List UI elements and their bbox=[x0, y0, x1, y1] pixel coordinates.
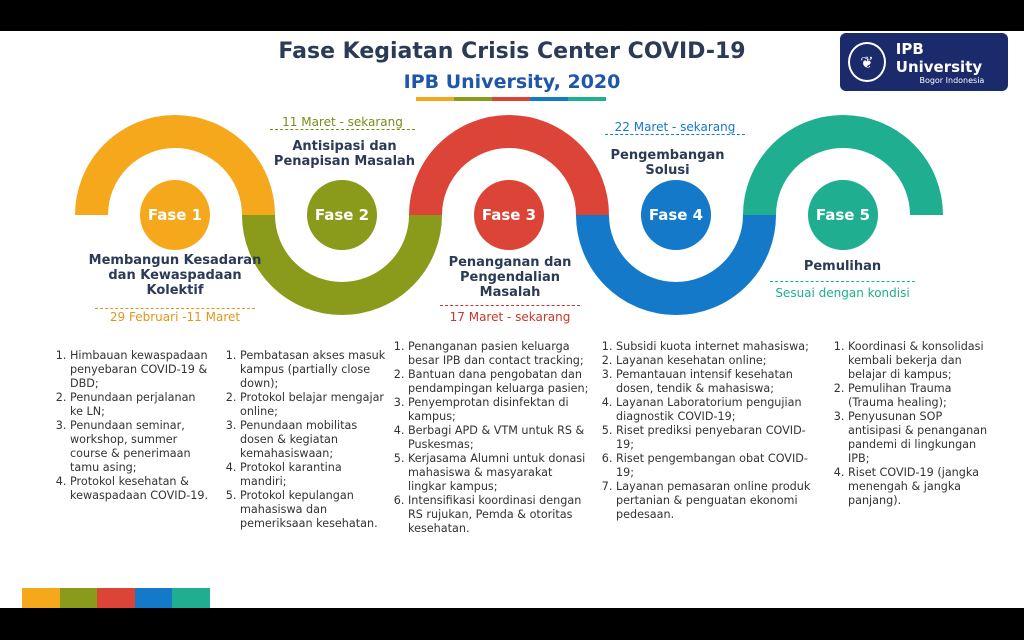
list-item: Penundaan perjalanan ke LN; bbox=[70, 391, 212, 419]
fase-2-date: 11 Maret - sekarang bbox=[270, 115, 415, 130]
ipb-logo: ❦ IPB University Bogor Indonesia bbox=[840, 33, 1008, 91]
list-item: Penundaan seminar, workshop, summer cour… bbox=[70, 419, 212, 475]
fase-1-list: Himbauan kewaspadaan penyebaran COVID-19… bbox=[52, 349, 212, 503]
logo-tagline: Bogor Indonesia bbox=[919, 75, 985, 85]
title-color-bar bbox=[416, 97, 606, 101]
arc-fase-2 bbox=[242, 214, 442, 315]
circle-fase-2 bbox=[307, 180, 377, 250]
list-item: Layanan kesehatan online; bbox=[616, 354, 823, 368]
list-item: Penyusunan SOP antisipasi & penanganan p… bbox=[848, 410, 990, 466]
fase-4-label: Fase 4 bbox=[648, 206, 704, 224]
list-item: Protokol belajar mengajar online; bbox=[240, 391, 387, 419]
list-item: Subsidi kuota internet mahasiswa; bbox=[616, 340, 823, 354]
list-item: Layanan Laboratorium pengujian diagnosti… bbox=[616, 396, 823, 424]
list-item: Bantuan dana pengobatan dan pendampingan… bbox=[408, 368, 590, 396]
list-item: Riset prediksi penyebaran COVID-19; bbox=[616, 424, 823, 452]
list-item: Riset COVID-19 (jangka menengah & jangka… bbox=[848, 466, 990, 508]
list-item: Himbauan kewaspadaan penyebaran COVID-19… bbox=[70, 349, 212, 391]
page-subtitle: IPB University, 2020 bbox=[403, 71, 621, 93]
list-item: Intensifikasi koordinasi dengan RS rujuk… bbox=[408, 494, 590, 536]
list-item: Penyemprotan disinfektan di kampus; bbox=[408, 396, 590, 424]
fase-2-list: Pembatasan akses masuk kampus (partially… bbox=[222, 349, 387, 531]
fase-1-date: 29 Februari -11 Maret bbox=[95, 308, 255, 324]
fase-5-name: Pemulihan bbox=[803, 259, 882, 274]
circle-fase-1 bbox=[140, 180, 210, 250]
footer-color-strip bbox=[22, 588, 210, 608]
list-item: Berbagi APD & VTM untuk RS & Puskesmas; bbox=[408, 424, 590, 452]
list-item: Koordinasi & konsolidasi kembali bekerja… bbox=[848, 340, 990, 382]
page-title: Fase Kegiatan Crisis Center COVID-19 bbox=[278, 39, 746, 64]
phase-wave bbox=[75, 115, 943, 315]
list-item: Penundaan mobilitas dosen & kegiatan kem… bbox=[240, 419, 387, 461]
fase-5-list: Koordinasi & konsolidasi kembali bekerja… bbox=[830, 340, 990, 508]
circle-fase-5 bbox=[808, 180, 878, 250]
fase-1-label: Fase 1 bbox=[147, 206, 203, 224]
list-item: Protokol karantina mandiri; bbox=[240, 461, 387, 489]
ipb-seal-icon: ❦ bbox=[848, 42, 886, 82]
arc-fase-3 bbox=[409, 115, 609, 216]
arc-fase-4 bbox=[576, 214, 776, 315]
fase-3-list: Penanganan pasien keluarga besar IPB dan… bbox=[390, 340, 590, 536]
fase-3-date: 17 Maret - sekarang bbox=[440, 305, 580, 324]
logo-name: IPB University bbox=[895, 39, 983, 76]
list-item: Protokol kepulangan mahasiswa dan pemeri… bbox=[240, 489, 387, 531]
list-item: Kerjasama Alumni untuk donasi mahasiswa … bbox=[408, 452, 590, 494]
fase-2-label: Fase 2 bbox=[314, 206, 370, 224]
fase-2-name: Antisipasi dan Penapisan Masalah bbox=[273, 139, 416, 169]
fase-5-date: Sesuai dengan kondisi bbox=[770, 281, 915, 300]
arc-fase-1 bbox=[75, 115, 275, 216]
fase-4-list: Subsidi kuota internet mahasiswa; Layana… bbox=[598, 340, 823, 522]
list-item: Protokol kesehatan & kewaspadaan COVID-1… bbox=[70, 475, 212, 503]
list-item: Riset pengembangan obat COVID-19; bbox=[616, 452, 823, 480]
circle-fase-3 bbox=[474, 180, 544, 250]
list-item: Pemulihan Trauma (Trauma healing); bbox=[848, 382, 990, 410]
fase-1-name: Membangun Kesadaran dan Kewaspadaan Kole… bbox=[88, 253, 262, 298]
fase-4-date: 22 Maret - sekarang bbox=[605, 120, 745, 135]
list-item: Pembatasan akses masuk kampus (partially… bbox=[240, 349, 387, 391]
fase-3-name: Penanganan dan Pengendalian Masalah bbox=[448, 255, 572, 300]
list-item: Layanan pemasaran online produk pertania… bbox=[616, 480, 823, 522]
fase-4-name: Pengembangan Solusi bbox=[610, 148, 725, 178]
fase-3-label: Fase 3 bbox=[481, 206, 537, 224]
fase-5-label: Fase 5 bbox=[815, 206, 871, 224]
list-item: Penanganan pasien keluarga besar IPB dan… bbox=[408, 340, 590, 368]
circle-fase-4 bbox=[641, 180, 711, 250]
list-item: Pemantauan intensif kesehatan dosen, ten… bbox=[616, 368, 823, 396]
slide: Fase Kegiatan Crisis Center COVID-19 IPB… bbox=[0, 31, 1024, 608]
arc-fase-5 bbox=[743, 115, 943, 216]
